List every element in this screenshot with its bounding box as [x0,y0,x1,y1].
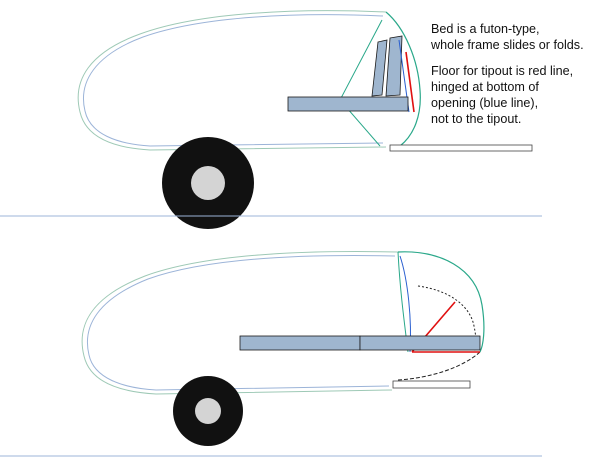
wheel-icon [173,376,243,446]
annotation-block: Bed is a futon-type, whole frame slides … [431,21,599,127]
trailer-body-outline-open-inner [87,255,396,391]
floor-note: Floor for tipout is red line, hinged at … [431,63,599,127]
floor-note-line: Floor for tipout is red line, [431,64,574,78]
bumper-step-open [392,380,471,389]
bed-cushion-back-2 [385,35,403,97]
hub [191,166,225,200]
tipout-floor-closed [405,51,415,113]
trailer-body-outline-inner [83,14,384,147]
floor-swing-arc [397,351,481,381]
trailer-body-outline-open [81,251,399,395]
bed-note-line: Bed is a futon-type, [431,22,540,36]
fold-travel-arc [417,285,477,353]
floor-note-line: opening (blue line), [431,96,539,110]
closed-configuration [77,10,533,229]
floor-note-line: not to the tipout. [431,112,522,126]
hub [195,398,221,424]
bed-note: Bed is a futon-type, whole frame slides … [431,21,599,53]
bed-base-extended-right [359,335,481,351]
bed-base-closed [287,96,409,112]
bed-cushion-back-1 [371,39,388,97]
bed-base-extended-left [239,335,361,351]
wheel-icon [162,137,254,229]
open-configuration [81,251,485,446]
bed-note-line: whole frame slides or folds. [431,38,584,52]
tipout-shell-closed [385,11,421,147]
floor-note-line: hinged at bottom of [431,80,539,94]
trailer-body-outline [77,10,387,151]
tipout-shell-open [397,251,485,353]
bumper-step-closed [389,144,533,152]
